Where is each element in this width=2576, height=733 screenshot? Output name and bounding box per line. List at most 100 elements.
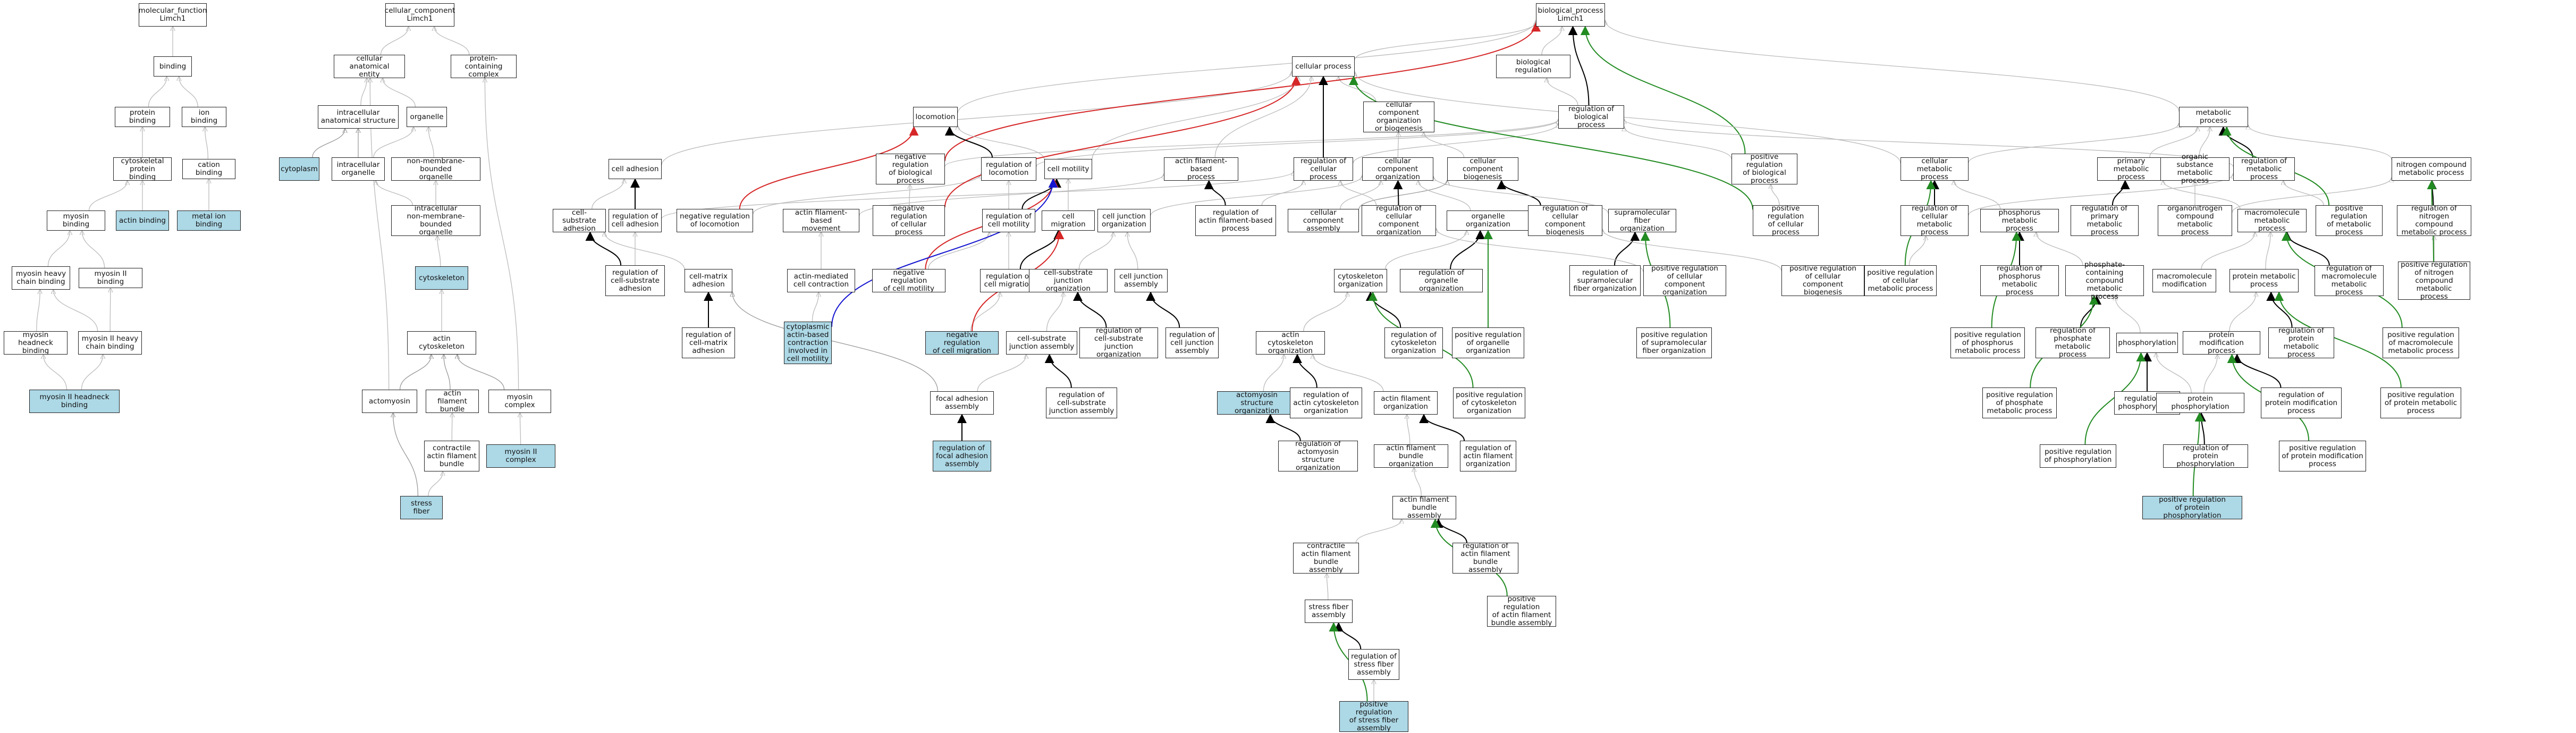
term-node-cell-adhesion[interactable]: cell adhesion (609, 159, 662, 179)
term-node-regulation-of-cell-motility[interactable]: regulation of cell motility (982, 209, 1035, 232)
term-node-myosin-ii-heavy-chain-binding[interactable]: myosin II heavy chain binding (78, 331, 142, 355)
term-node-cytoplasmic-actin-based-contraction[interactable]: cytoplasmic actin-based contraction invo… (784, 322, 832, 364)
term-node-nitrogen-compound-metabolic-process[interactable]: nitrogen compound metabolic process (2392, 157, 2471, 181)
term-node-binding[interactable]: binding (154, 56, 192, 77)
term-node-neg-reg-locomotion[interactable]: negative regulation of locomotion (677, 209, 753, 232)
term-node-cellular-component-organization-or-biogenesis[interactable]: cellular component organization or bioge… (1363, 101, 1434, 133)
term-node-myosin-binding[interactable]: myosin binding (47, 210, 105, 231)
term-node-myosin-headneck-binding[interactable]: myosin headneck binding (4, 331, 67, 355)
term-node-actin-filament-bundle[interactable]: actin filament bundle (426, 389, 479, 413)
term-node-cytoskeleton[interactable]: cytoskeleton (415, 266, 468, 290)
term-node-regulation-of-actin-filament-based-process[interactable]: regulation of actin filament-based proce… (1195, 205, 1276, 236)
term-node-regulation-of-protein-metabolic-process[interactable]: regulation of protein metabolic process (2268, 327, 2334, 359)
term-node-contractile-actin-filament-bundle-assembly[interactable]: contractile actin filament bundle assemb… (1293, 542, 1359, 574)
term-node-myosin-ii-headneck-binding[interactable]: myosin II headneck binding (29, 390, 120, 413)
term-node-actin-filament-based-movement[interactable]: actin filament-based movement (783, 208, 859, 232)
term-node-regulation-of-focal-adhesion-assembly[interactable]: regulation of focal adhesion assembly (933, 441, 991, 471)
term-node-regulation-of-cellular-metabolic-process[interactable]: regulation of cellular metabolic process (1901, 205, 1969, 237)
term-node-myosin-ii-binding[interactable]: myosin II binding (79, 268, 142, 288)
term-node-regulation-of-organelle-organization[interactable]: regulation of organelle organization (1400, 268, 1483, 292)
term-node-cell-motility[interactable]: cell motility (1044, 159, 1092, 179)
term-node-stress-fiber-assembly[interactable]: stress fiber assembly (1305, 600, 1353, 623)
term-node-cell-substrate-adhesion[interactable]: cell-substrate adhesion (553, 208, 606, 232)
term-node-cellular-anatomical-entity[interactable]: cellular anatomical entity (334, 54, 405, 78)
term-node-cc[interactable]: cellular_component Limch1 (385, 3, 455, 27)
term-node-phosphorylation[interactable]: phosphorylation (2116, 333, 2178, 353)
term-node-non-membrane-bounded-organelle[interactable]: non-membrane-bounded organelle (391, 157, 480, 181)
term-node-pos-reg-metabolic-process[interactable]: positive regulation of metabolic process (2316, 205, 2383, 237)
term-node-pos-reg-organelle-organization[interactable]: positive regulation of organelle organiz… (1452, 327, 1524, 358)
term-node-organic-substance-metabolic-process[interactable]: organic substance metabolic process (2160, 153, 2229, 185)
term-node-pos-reg-cellular-component-organization[interactable]: positive regulation of cellular componen… (1643, 265, 1726, 297)
term-node-regulation-of-cell-matrix-adhesion[interactable]: regulation of cell-matrix adhesion (682, 327, 735, 358)
term-node-regulation-of-cellular-component-biogenesis[interactable]: regulation of cellular component biogene… (1528, 205, 1602, 237)
term-node-pos-reg-phosphate-metabolic-process[interactable]: positive regulation of phosphate metabol… (1982, 387, 2057, 418)
term-node-regulation-of-locomotion[interactable]: regulation of locomotion (981, 157, 1036, 181)
term-node-locomotion[interactable]: locomotion (913, 107, 958, 127)
term-node-cation-binding[interactable]: cation binding (182, 159, 235, 179)
term-node-biological-regulation[interactable]: biological regulation (1496, 55, 1570, 78)
term-node-regulation-of-phosphorus-metabolic-process[interactable]: regulation of phosphorus metabolic proce… (1980, 265, 2059, 297)
term-node-neg-reg-cellular-process[interactable]: negative regulation of cellular process (873, 205, 945, 237)
term-node-pos-reg-protein-phosphorylation[interactable]: positive regulation of protein phosphory… (2142, 495, 2242, 519)
term-node-macromolecule-modification[interactable]: macromolecule modification (2152, 269, 2216, 292)
term-node-regulation-of-cytoskeleton-organization[interactable]: regulation of cytoskeleton organization (1384, 327, 1443, 358)
term-node-pos-reg-cellular-component-biogenesis[interactable]: positive regulation of cellular componen… (1781, 265, 1864, 297)
term-node-protein-modification-process[interactable]: protein modification process (2183, 331, 2260, 355)
term-node-cellular-process[interactable]: cellular process (1292, 56, 1355, 77)
term-node-primary-metabolic-process[interactable]: primary metabolic process (2097, 157, 2165, 181)
term-node-regulation-of-cell-substrate-junction-assembly[interactable]: regulation of cell-substrate junction as… (1046, 387, 1117, 418)
term-node-organonitrogen-compound-metabolic-process[interactable]: organonitrogen compound metabolic proces… (2158, 205, 2232, 237)
term-node-bp[interactable]: biological_process Limch1 (1536, 3, 1605, 27)
term-node-phosphorus-metabolic-process[interactable]: phosphorus metabolic process (1980, 208, 2059, 232)
term-node-cell-substrate-junction-organization[interactable]: cell-substrate junction organization (1029, 268, 1108, 292)
term-node-regulation-of-cell-junction-assembly[interactable]: regulation of cell junction assembly (1165, 327, 1219, 358)
term-node-ion-binding[interactable]: ion binding (182, 107, 226, 127)
term-node-actomyosin-structure-organization[interactable]: actomyosin structure organization (1217, 391, 1297, 415)
term-node-metal-ion-binding[interactable]: metal ion binding (177, 210, 241, 231)
term-node-regulation-of-primary-metabolic-process[interactable]: regulation of primary metabolic process (2071, 205, 2139, 237)
term-node-regulation-of-cell-adhesion[interactable]: regulation of cell adhesion (609, 209, 662, 232)
term-node-regulation-of-actin-cytoskeleton-organization[interactable]: regulation of actin cytoskeleton organiz… (1290, 387, 1362, 418)
term-node-focal-adhesion-assembly[interactable]: focal adhesion assembly (930, 391, 994, 415)
term-node-pos-reg-biological-process[interactable]: positive regulation of biological proces… (1732, 153, 1797, 185)
term-node-pos-reg-stress-fiber-assembly[interactable]: positive regulation of stress fiber asse… (1339, 701, 1408, 732)
term-node-actin-mediated-cell-contraction[interactable]: actin-mediated cell contraction (787, 269, 855, 292)
term-node-cell-matrix-adhesion[interactable]: cell-matrix adhesion (685, 269, 732, 292)
term-node-cellular-metabolic-process[interactable]: cellular metabolic process (1901, 157, 1969, 181)
term-node-cellular-component-biogenesis[interactable]: cellular component biogenesis (1447, 157, 1518, 181)
term-node-protein-binding[interactable]: protein binding (115, 107, 170, 127)
term-node-regulation-of-cell-substrate-adhesion[interactable]: regulation of cell-substrate adhesion (605, 265, 665, 296)
term-node-regulation-of-cell-substrate-junction-organization[interactable]: regulation of cell-substrate junction or… (1079, 327, 1158, 359)
term-node-actin-cytoskeleton-organization[interactable]: actin cytoskeleton organization (1256, 331, 1325, 355)
term-node-supramolecular-fiber-organization[interactable]: supramolecular fiber organization (1608, 208, 1676, 232)
term-node-intracellular-non-membrane-bounded-organelle[interactable]: intracellular non-membrane-bounded organ… (391, 205, 480, 237)
term-node-cell-migration[interactable]: cell migration (1042, 210, 1095, 231)
term-node-macromolecule-metabolic-process[interactable]: macromolecule metabolic process (2237, 208, 2307, 232)
term-node-pos-reg-cytoskeleton-organization[interactable]: positive regulation of cytoskeleton orga… (1453, 387, 1525, 418)
term-node-neg-reg-biological-process[interactable]: negative regulation of biological proces… (876, 153, 945, 185)
term-node-actin-binding[interactable]: actin binding (116, 210, 169, 231)
term-node-phosphate-containing-compound-metabolic-process[interactable]: phosphate-containing compound metabolic … (2065, 260, 2144, 300)
term-node-pos-reg-cellular-process[interactable]: positive regulation of cellular process (1753, 205, 1819, 237)
term-node-pos-reg-protein-modification-process[interactable]: positive regulation of protein modificat… (2279, 441, 2366, 471)
term-node-intracellular-organelle[interactable]: intracellular organelle (332, 157, 385, 181)
term-node-cell-junction-organization[interactable]: cell junction organization (1097, 209, 1151, 232)
term-node-myosin-complex[interactable]: myosin complex (488, 390, 551, 413)
term-node-actin-filament-organization[interactable]: actin filament organization (1374, 391, 1438, 415)
term-node-cytoskeleton-organization[interactable]: cytoskeleton organization (1334, 269, 1387, 292)
term-node-neg-reg-cell-motility[interactable]: negative regulation of cell motility (872, 268, 945, 292)
term-node-cellular-component-organization[interactable]: cellular component organization (1362, 157, 1433, 181)
term-node-pos-reg-cellular-metabolic-process[interactable]: positive regulation of cellular metaboli… (1864, 265, 1937, 296)
term-node-organelle-organization[interactable]: organelle organization (1447, 210, 1530, 231)
term-node-pos-reg-phosphorylation[interactable]: positive regulation of phosphorylation (2040, 444, 2116, 468)
term-node-regulation-of-protein-phosphorylation[interactable]: regulation of protein phosphorylation (2163, 444, 2248, 468)
term-node-contractile-actin-filament-bundle[interactable]: contractile actin filament bundle (424, 441, 479, 471)
term-node-regulation-of-actin-filament-organization[interactable]: regulation of actin filament organizatio… (1460, 441, 1516, 471)
term-node-pos-reg-phosphorus-metabolic-process[interactable]: positive regulation of phosphorus metabo… (1950, 327, 2025, 358)
term-node-regulation-of-cell-migration[interactable]: regulation of cell migration (980, 269, 1037, 292)
term-node-actin-filament-bundle-organization[interactable]: actin filament bundle organization (1374, 444, 1448, 468)
term-node-regulation-of-cellular-process[interactable]: regulation of cellular process (1294, 157, 1353, 181)
term-node-pos-reg-macromolecule-metabolic-process[interactable]: positive regulation of macromolecule met… (2383, 327, 2459, 358)
term-node-protein-phosphorylation[interactable]: protein phosphorylation (2156, 393, 2244, 413)
